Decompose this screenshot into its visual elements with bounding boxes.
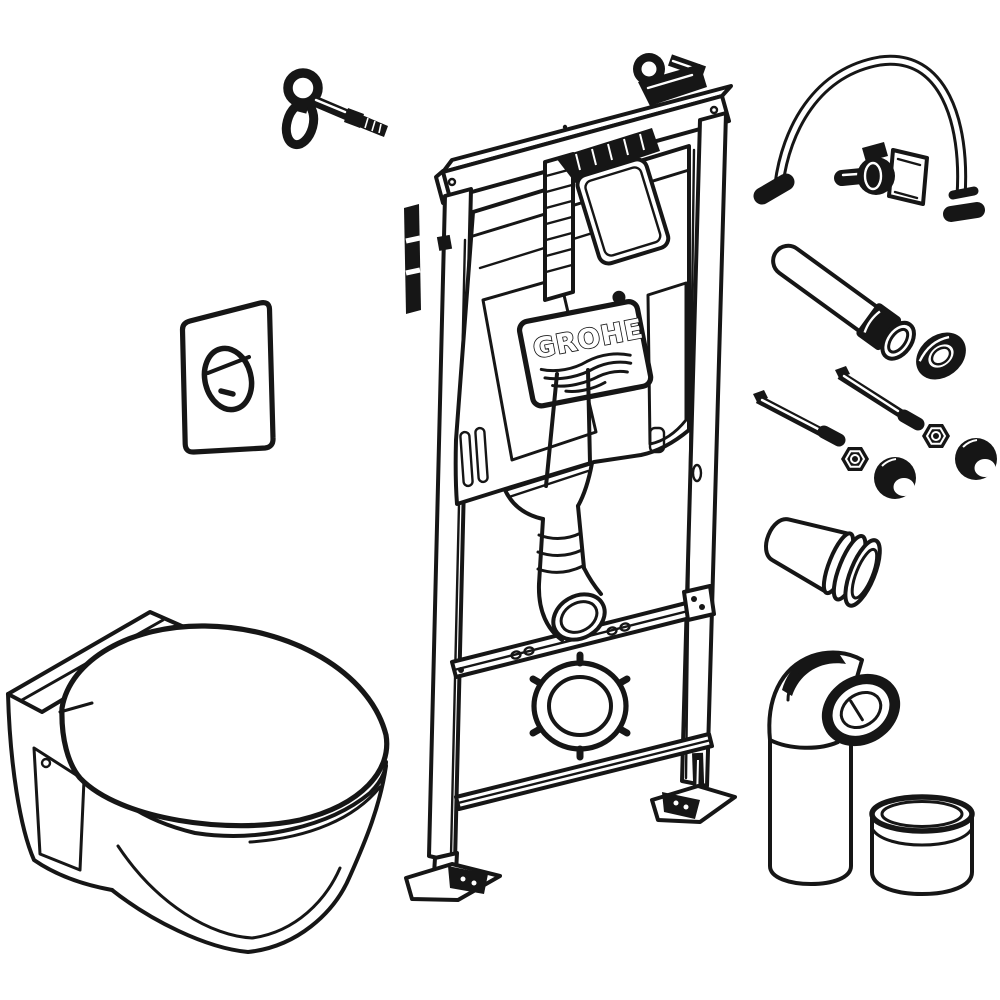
elbow-connector [767, 650, 901, 886]
toilet-seat-lid [59, 623, 390, 829]
wall-socket-sleeve [764, 517, 882, 608]
grohe-waves-icon [539, 352, 632, 373]
hex-nut-2 [922, 424, 950, 448]
supply-hose [753, 54, 985, 222]
threaded-rod-1 [753, 390, 846, 447]
support-feet [404, 752, 737, 902]
registered-mark-dot [612, 290, 626, 304]
lower-crossbar [454, 732, 714, 811]
cover-cap-1 [874, 457, 916, 499]
waste-outlet-ring [529, 651, 631, 761]
threaded-rod-2 [835, 366, 925, 431]
cover-cap-2 [955, 438, 997, 480]
wall-anchor-bolt-icon [281, 68, 388, 150]
flush-pipe-extension [771, 243, 916, 361]
dual-flush-button [201, 345, 255, 413]
end-cap-sleeve [869, 794, 975, 896]
flush-actuator-plate [179, 300, 276, 455]
grohe-logo-plate: GROHE [516, 290, 654, 409]
flush-bend-pipe [503, 368, 607, 642]
angle-valve-icon [834, 142, 929, 206]
hanger-bracket-icon [633, 53, 707, 106]
installation-frame: GROHE [404, 53, 737, 902]
wall-hung-toilet [6, 610, 390, 954]
seal-ring-icon [916, 332, 966, 380]
hex-nut-1 [841, 447, 869, 471]
